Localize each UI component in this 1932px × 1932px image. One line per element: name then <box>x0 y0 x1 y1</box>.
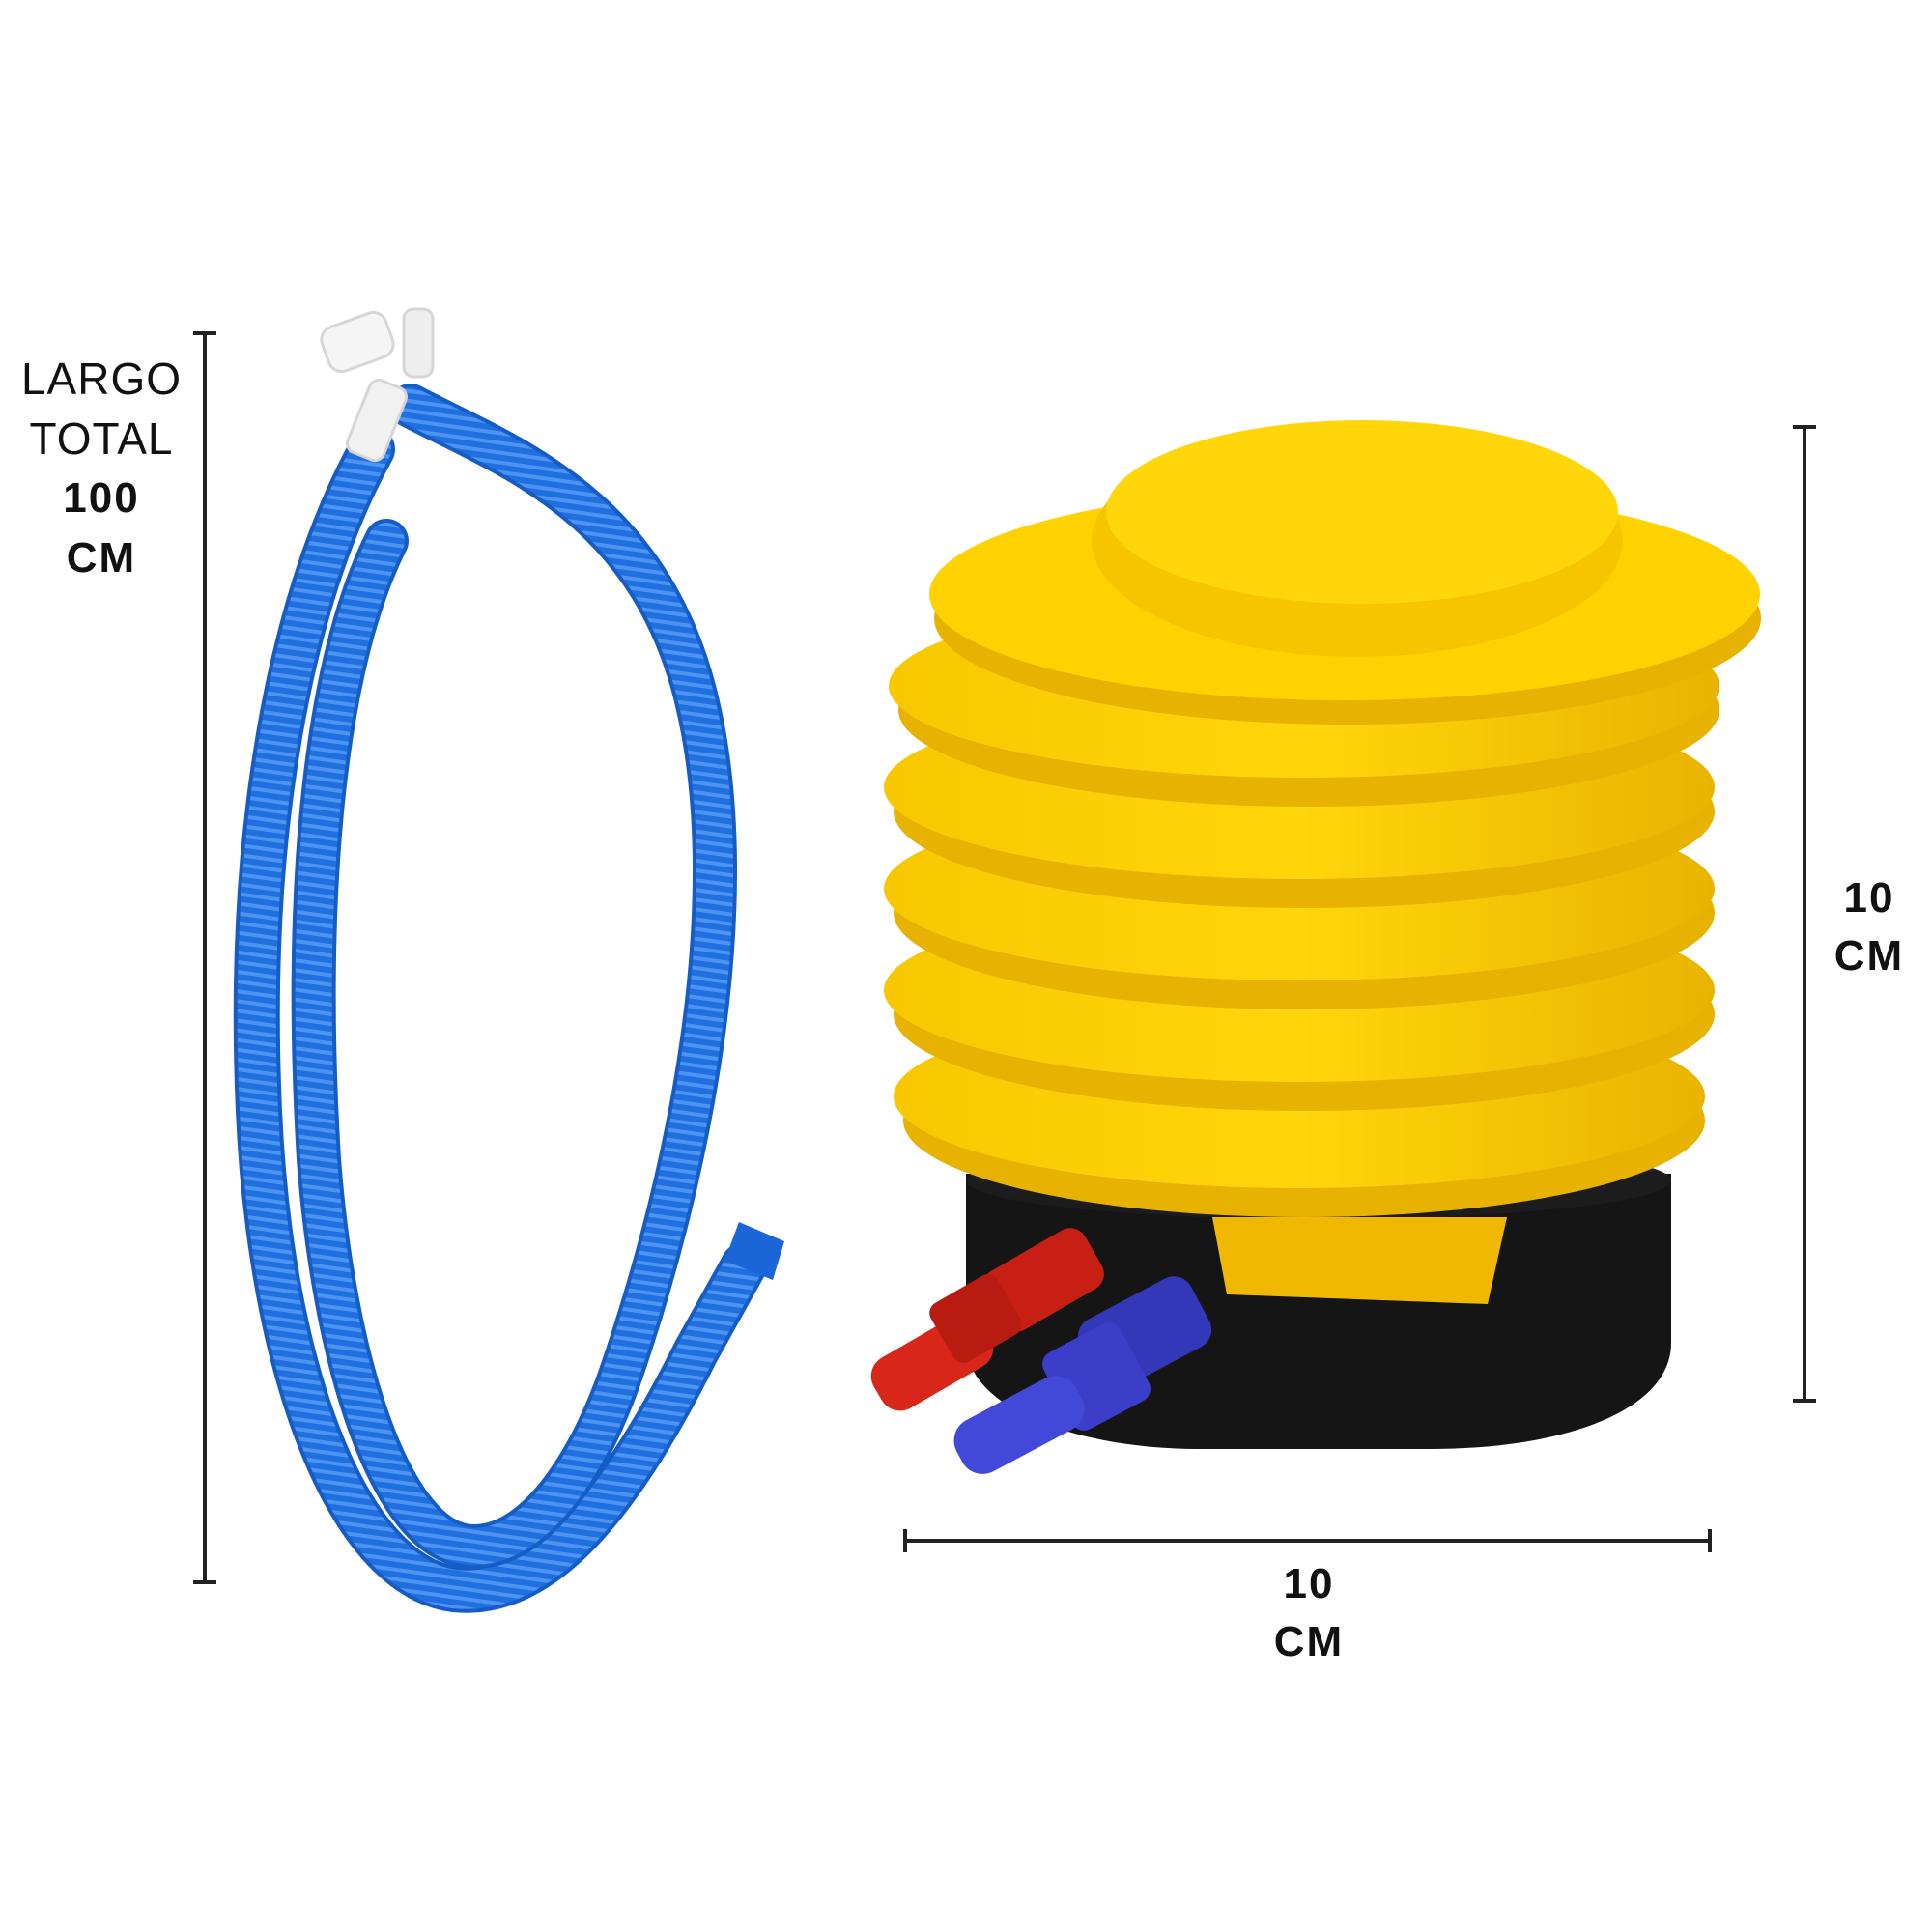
red-valve-nozzle <box>870 1228 1104 1411</box>
pump-width-dimension-line <box>903 1529 1712 1552</box>
hose-length-label-line1: LARGO <box>20 354 183 404</box>
hose-length-unit: CM <box>66 534 137 582</box>
pump-height-value: 10 <box>1843 874 1895 922</box>
hose-length-dimension-line <box>193 331 216 1584</box>
pump-height-unit: CM <box>1833 932 1905 980</box>
foot-pump <box>870 420 1761 1474</box>
pump-height-dimension-line <box>1793 425 1816 1403</box>
hose-length-value: 100 <box>63 474 140 522</box>
air-hose <box>233 384 784 1613</box>
pump-width-value: 10 <box>1283 1560 1335 1607</box>
pump-width-unit: CM <box>1273 1618 1345 1665</box>
hose-length-label-line2: TOTAL <box>29 413 174 464</box>
blue-valve-nozzle <box>953 1276 1212 1474</box>
hose-white-nozzle <box>320 307 435 463</box>
